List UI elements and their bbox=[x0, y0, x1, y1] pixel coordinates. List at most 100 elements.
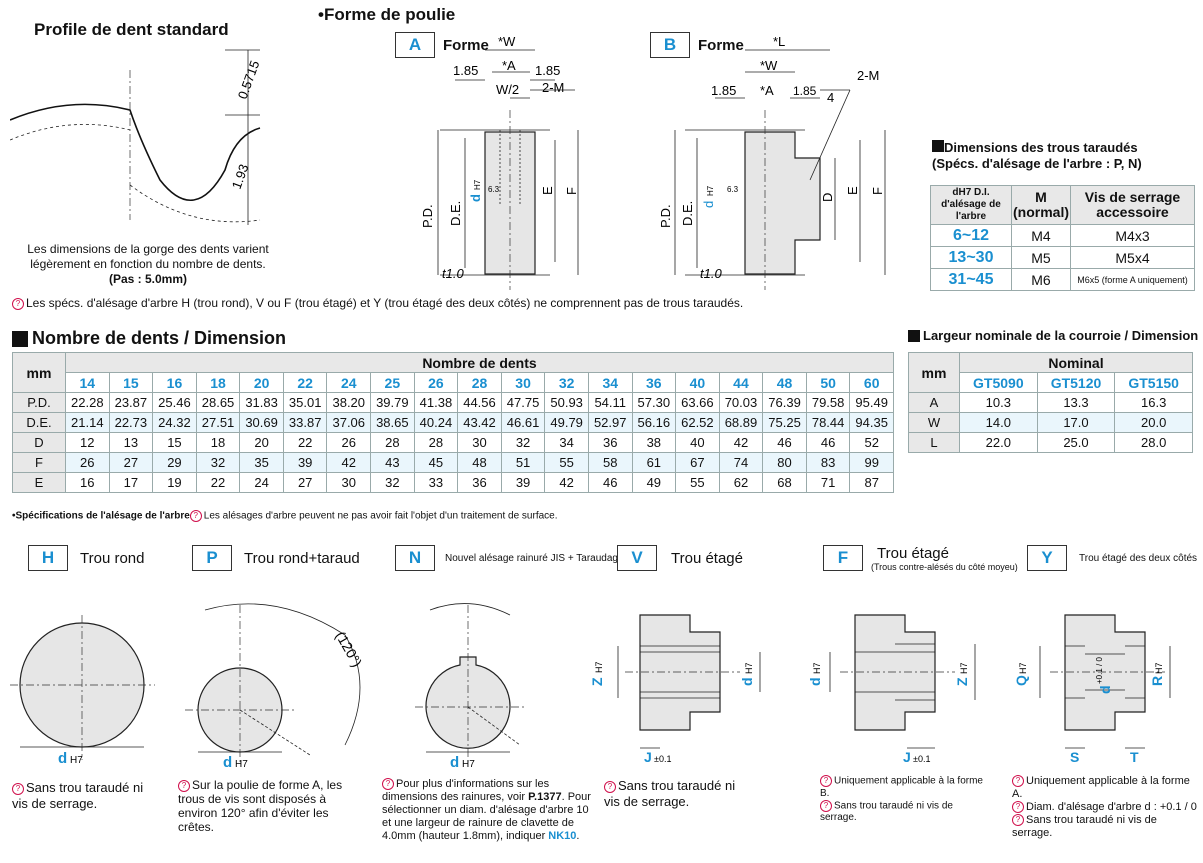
bore-f-name: Trou étagé bbox=[877, 545, 949, 562]
table-cell: 42 bbox=[718, 432, 764, 453]
bore-y-note1: Uniquement applicable à la forme A. bbox=[1012, 775, 1190, 800]
table-cell: 36 bbox=[457, 472, 502, 493]
table-cell: 55 bbox=[675, 472, 720, 493]
bore-n-sub: H7 bbox=[462, 759, 475, 770]
table-cell: 39.79 bbox=[370, 392, 415, 413]
table-cell: 78.44 bbox=[805, 412, 851, 433]
bore-h-name: Trou rond bbox=[80, 549, 145, 567]
tapped-holes-title: Dimensions des trous taraudés bbox=[944, 140, 1138, 155]
table-cell: 83 bbox=[805, 452, 851, 473]
table-cell: 35 bbox=[239, 452, 284, 473]
table-cell: 22 bbox=[282, 432, 328, 453]
bore-h-drawing: d H7 bbox=[10, 615, 155, 767]
bore-v-drawing: Z H7 d H7 J ±0.1 bbox=[590, 614, 761, 765]
tapped-row-screw: M4x3 bbox=[1070, 224, 1195, 247]
bore-f-note: ?Uniquement applicable à la forme B. ?Sa… bbox=[820, 775, 990, 824]
bore-f-j: J bbox=[903, 749, 911, 765]
bore-h-note: ?Sans trou taraudé ni vis de serrage. bbox=[12, 780, 162, 812]
bore-n-note-ref[interactable]: P.1377 bbox=[528, 791, 562, 803]
bore-v-h7-z: H7 bbox=[594, 661, 604, 673]
table-cell: 75.25 bbox=[762, 412, 807, 433]
table-cell: 24.32 bbox=[152, 412, 197, 433]
teeth-table-title: Nombre de dents / Dimension bbox=[32, 328, 287, 348]
table-cell: 32 bbox=[500, 432, 546, 453]
table-cell: 13 bbox=[108, 432, 154, 453]
teeth-table-heading: Nombre de dents / Dimension bbox=[12, 328, 286, 349]
bore-y-r: R bbox=[1149, 676, 1165, 686]
table-cell: 12 bbox=[65, 432, 110, 453]
bore-p-badge: P bbox=[192, 545, 232, 571]
bore-y-q: Q bbox=[1013, 675, 1029, 686]
row-label: A bbox=[908, 392, 960, 413]
table-cell: 40 bbox=[675, 432, 720, 453]
table-cell: 46 bbox=[762, 432, 807, 453]
table-cell: 74 bbox=[718, 452, 764, 473]
pulley-shape-title: •Forme de poulie bbox=[318, 5, 456, 24]
table-cell: 43.42 bbox=[457, 412, 502, 433]
teeth-count-header: 30 bbox=[500, 372, 546, 393]
note-icon: ? bbox=[820, 799, 832, 812]
bore-y-note2: Diam. d'alésage d'arbre d : +0.1 / 0 bbox=[1026, 801, 1197, 813]
table-cell: 20 bbox=[239, 432, 284, 453]
bore-f-subname: (Trous contre-alésés du côté moyeu) bbox=[871, 562, 1018, 572]
table-cell: 17.0 bbox=[1036, 412, 1116, 433]
table-cell: 39 bbox=[500, 472, 546, 493]
table-cell: 80 bbox=[762, 452, 807, 473]
table-cell: 15 bbox=[152, 432, 197, 453]
teeth-count-header: 34 bbox=[587, 372, 633, 393]
table-cell: 79.58 bbox=[805, 392, 851, 413]
bore-p-note: ?Sur la poulie de forme A, les trous de … bbox=[178, 778, 363, 834]
teeth-count-header: 20 bbox=[239, 372, 284, 393]
table-cell: 25.46 bbox=[152, 392, 197, 413]
table-cell: 34 bbox=[544, 432, 589, 453]
bore-y-d: d bbox=[1097, 685, 1113, 694]
tapped-row-m: M4 bbox=[1011, 224, 1071, 247]
bore-p-sub: H7 bbox=[235, 759, 248, 770]
form-a-e: E bbox=[540, 186, 555, 195]
table-cell: 22.0 bbox=[959, 432, 1038, 453]
table-cell: 18 bbox=[195, 432, 241, 453]
bore-v-name: Trou étagé bbox=[671, 549, 743, 567]
bore-f-drawing: d H7 Z H7 J ±0.1 bbox=[807, 614, 976, 765]
form-b-185-right: 1.85 bbox=[793, 84, 817, 98]
table-cell: 31.83 bbox=[239, 392, 284, 413]
table-cell: 22.73 bbox=[108, 412, 154, 433]
table-cell: 63.66 bbox=[675, 392, 720, 413]
tooth-caption-text: Les dimensions de la gorge des dents var… bbox=[27, 242, 269, 271]
note-icon: ? bbox=[189, 510, 202, 522]
table-cell: 38.65 bbox=[370, 412, 415, 433]
table-cell: 42 bbox=[544, 472, 589, 493]
form-a-pd: P.D. bbox=[420, 204, 435, 228]
bore-specs-note: Les alésages d'arbre peuvent ne pas avoi… bbox=[203, 510, 558, 522]
bore-y-name: Trou étagé des deux côtés bbox=[1079, 552, 1198, 564]
belt-col-header: GT5090 bbox=[959, 372, 1038, 393]
table-cell: 10.3 bbox=[959, 392, 1038, 413]
form-a-badge: A bbox=[395, 32, 435, 58]
form-b-pd: P.D. bbox=[658, 204, 673, 228]
table-cell: 70.03 bbox=[718, 392, 764, 413]
table-cell: 71 bbox=[805, 472, 851, 493]
form-b-d: d bbox=[701, 201, 716, 208]
table-cell: 52 bbox=[849, 432, 894, 453]
bore-specs-title: •Spécifications de l'alésage de l'arbre bbox=[12, 510, 190, 522]
tapped-row-m: M5 bbox=[1011, 246, 1071, 269]
table-cell: 38.20 bbox=[326, 392, 372, 413]
bore-f-h7-d: H7 bbox=[812, 662, 822, 674]
bore-f-z: Z bbox=[954, 677, 970, 686]
shaft-note-text: Les spécs. d'alésage d'arbre H (trou ron… bbox=[26, 296, 744, 310]
tapped-row-range: 31~45 bbox=[930, 268, 1012, 291]
form-a-word: Forme bbox=[443, 36, 489, 54]
table-cell: 49.79 bbox=[544, 412, 589, 433]
table-cell: 54.11 bbox=[587, 392, 633, 413]
bore-n-header: N Nouvel alésage rainuré JIS + Taraudage bbox=[395, 545, 624, 571]
note-icon: ? bbox=[820, 775, 832, 787]
bore-p-name: Trou rond+taraud bbox=[244, 549, 360, 567]
teeth-count-header: 32 bbox=[544, 372, 589, 393]
tapped-row-screw: M5x4 bbox=[1070, 246, 1195, 269]
table-cell: 52.97 bbox=[587, 412, 633, 433]
table-cell: 24 bbox=[239, 472, 284, 493]
